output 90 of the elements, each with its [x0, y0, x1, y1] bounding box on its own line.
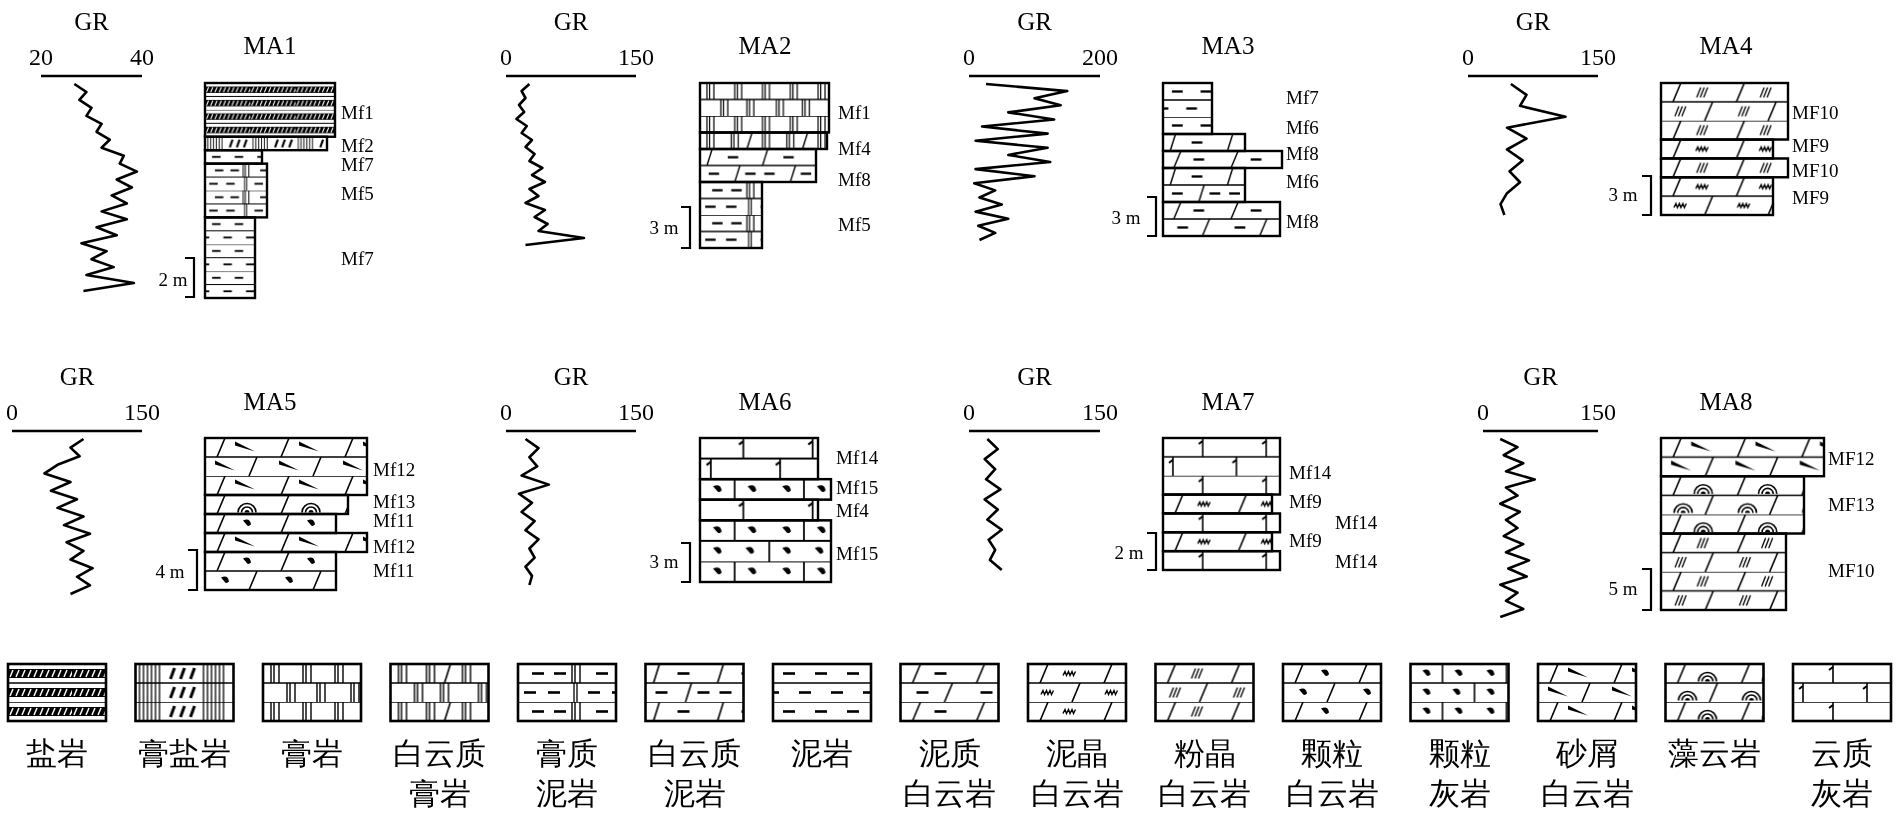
facies-label: Mf14 [1335, 512, 1378, 532]
scale-label: 3 m [1111, 207, 1141, 227]
scale-label: 4 m [155, 561, 185, 581]
column-title: MA4 [1699, 32, 1753, 58]
legend-label: 盐岩 [25, 735, 89, 773]
facies-label: Mf7 [341, 248, 374, 268]
tick-label: 150 [1580, 400, 1616, 424]
column-title: MA3 [1201, 32, 1255, 58]
facies-label: MF13 [1828, 494, 1875, 514]
facies-label: Mf14 [1335, 551, 1378, 571]
axis-title: GR [1515, 8, 1551, 34]
facies-label: Mf6 [1286, 117, 1319, 137]
tick-label: 0 [963, 45, 975, 69]
axis-title: GR [553, 363, 589, 389]
legend-label: 白云质膏岩 [392, 735, 487, 814]
facies-label: Mf11 [373, 560, 415, 580]
scale-label: 2 m [1114, 542, 1144, 562]
facies-label: Mf4 [838, 138, 871, 158]
facies-label: Mf9 [1289, 530, 1322, 550]
scale-label: 5 m [1608, 578, 1638, 598]
tick-label: 0 [963, 400, 975, 424]
column-title: MA7 [1201, 388, 1255, 414]
facies-label: MF10 [1792, 160, 1839, 180]
legend-label: 泥岩 [790, 735, 854, 773]
facies-label: Mf11 [373, 510, 415, 530]
tick-label: 40 [130, 45, 154, 69]
tick-label: 0 [1462, 45, 1474, 69]
legend-label: 泥晶白云岩 [1029, 735, 1125, 814]
axis-title: GR [553, 8, 589, 34]
facies-label: Mf13 [373, 491, 416, 511]
tick-label: 0 [6, 400, 18, 424]
facies-label: Mf2 [341, 135, 374, 155]
scale-label: 3 m [1608, 184, 1638, 204]
facies-label: Mf9 [1289, 491, 1322, 511]
facies-label: Mf15 [836, 477, 879, 497]
facies-label: Mf15 [836, 543, 879, 563]
legend-label: 颗粒白云岩 [1284, 735, 1380, 814]
tick-label: 150 [124, 400, 160, 424]
facies-label: Mf7 [1286, 87, 1319, 107]
legend-label: 藻云岩 [1667, 735, 1762, 773]
facies-label: Mf14 [1289, 462, 1332, 482]
legend-label: 砂屑白云岩 [1539, 735, 1635, 814]
facies-label: MF10 [1828, 560, 1875, 580]
facies-label: Mf1 [341, 102, 374, 122]
legend-label: 颗粒灰岩 [1427, 735, 1492, 814]
column-title: MA1 [243, 32, 297, 58]
axis-title: GR [1017, 8, 1052, 34]
axis-title: GR [1017, 363, 1052, 389]
facies-label: MF9 [1792, 135, 1829, 155]
facies-label: MF12 [1828, 448, 1875, 468]
facies-label: Mf14 [836, 447, 879, 467]
column-title: MA2 [738, 32, 792, 58]
facies-label: Mf8 [1286, 143, 1319, 163]
axis-title: GR [74, 8, 109, 34]
legend-label: 云质灰岩 [1810, 735, 1874, 814]
tick-label: 0 [500, 45, 512, 69]
legend-label: 粉晶白云岩 [1157, 735, 1252, 814]
facies-label: Mf1 [838, 102, 871, 122]
tick-label: 150 [1580, 45, 1616, 69]
tick-label: 150 [1082, 400, 1118, 424]
facies-label: Mf4 [836, 500, 869, 520]
tick-label: 20 [29, 45, 53, 69]
tick-label: 0 [1477, 400, 1489, 424]
legend-label: 泥质白云岩 [902, 735, 997, 814]
scale-label: 2 m [158, 269, 188, 289]
facies-label: MF10 [1792, 102, 1839, 122]
scale-label: 3 m [649, 551, 679, 571]
facies-label: MF9 [1792, 187, 1829, 207]
column-title: MA6 [738, 388, 792, 414]
tick-label: 150 [618, 400, 654, 424]
axis-title: GR [59, 363, 95, 389]
facies-label: Mf5 [341, 183, 374, 203]
facies-label: Mf12 [373, 536, 416, 556]
legend-label: 膏岩 [280, 735, 344, 773]
legend-label: 白云质泥岩 [647, 735, 742, 814]
facies-label: Mf6 [1286, 171, 1319, 191]
facies-label: Mf5 [838, 214, 871, 234]
axis-title: GR [1523, 363, 1558, 389]
legend-label: 膏质泥岩 [535, 735, 599, 814]
facies-label: Mf8 [1286, 211, 1319, 231]
column-title: MA8 [1699, 388, 1753, 414]
tick-label: 150 [618, 45, 654, 69]
facies-label: Mf8 [838, 169, 871, 189]
column-title: MA5 [243, 388, 297, 414]
tick-label: 0 [500, 400, 512, 424]
tick-label: 200 [1082, 45, 1118, 69]
legend-label: 膏盐岩 [137, 735, 232, 773]
scale-label: 3 m [649, 217, 679, 237]
facies-label: Mf7 [341, 154, 374, 174]
facies-label: Mf12 [373, 459, 416, 479]
